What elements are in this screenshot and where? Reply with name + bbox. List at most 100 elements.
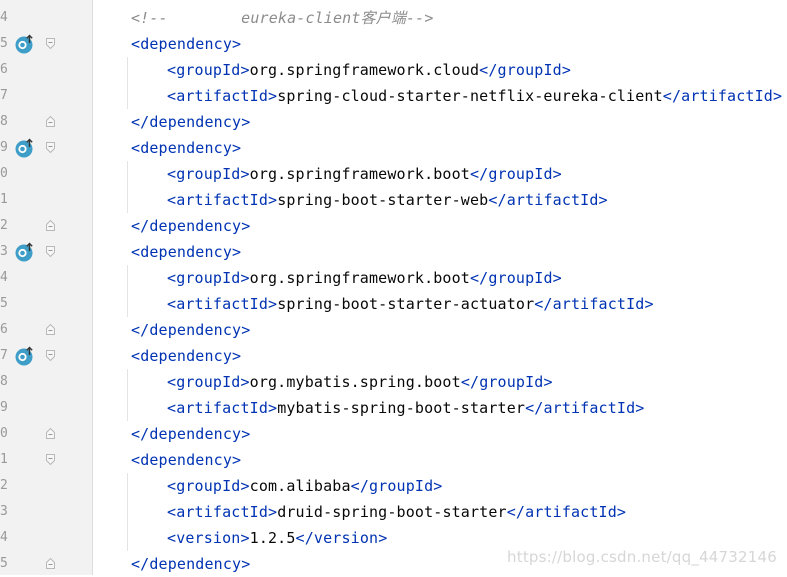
override-method-icon[interactable]	[14, 138, 36, 158]
code-line[interactable]: 4<!-- eureka-client客户端-->	[0, 5, 787, 31]
indent-guide	[127, 369, 128, 421]
indent-guide	[127, 265, 128, 317]
code-line[interactable]: 2</dependency>	[0, 213, 787, 239]
fold-open-icon[interactable]	[46, 350, 55, 361]
code-line[interactable]: 7<artifactId>spring-cloud-starter-netfli…	[0, 83, 787, 109]
code-line[interactable]: 9<artifactId>mybatis-spring-boot-starter…	[0, 395, 787, 421]
tag-name: groupId	[176, 373, 241, 391]
tag-bracket: >	[240, 61, 250, 79]
code-line[interactable]: 1<artifactId>spring-boot-starter-web</ar…	[0, 187, 787, 213]
tag-name: dependency	[140, 139, 232, 157]
tag-name: groupId	[176, 165, 241, 183]
line-number: 5	[0, 556, 8, 571]
xml-element-tag: <groupId>org.springframework.boot</group…	[167, 164, 562, 184]
code-line[interactable]: 9<dependency>	[0, 135, 787, 161]
code-area[interactable]	[93, 0, 787, 575]
tag-bracket: >	[552, 165, 562, 183]
code-line[interactable]: 6<groupId>org.springframework.cloud</gro…	[0, 57, 787, 83]
tag-name: artifactId	[506, 191, 599, 209]
tag-name: groupId	[176, 61, 241, 79]
line-number: 2	[0, 478, 8, 493]
code-line[interactable]: 5</dependency>	[0, 551, 787, 577]
line-number: 0	[0, 426, 8, 441]
line-number: 8	[0, 114, 8, 129]
tag-bracket: <	[167, 373, 177, 391]
line-number: 1	[0, 452, 8, 467]
code-line[interactable]: 6</dependency>	[0, 317, 787, 343]
line-number: 0	[0, 166, 8, 181]
tag-name: dependency	[149, 425, 242, 443]
tag-bracket: >	[241, 217, 251, 235]
code-line[interactable]: 0</dependency>	[0, 421, 787, 447]
tag-bracket: <	[167, 399, 177, 417]
tag-bracket: <	[131, 35, 141, 53]
tag-name: dependency	[140, 35, 232, 53]
fold-close-icon[interactable]	[46, 220, 55, 231]
tag-bracket: <	[167, 165, 177, 183]
tag-name: dependency	[149, 217, 242, 235]
code-line[interactable]: 0 <groupId>org.springframework.boot</grou…	[0, 161, 787, 187]
tag-bracket: >	[616, 503, 627, 521]
tag-value: 1.2.5	[249, 529, 296, 547]
xml-element-tag: <artifactId>druid-spring-boot-starter</a…	[167, 502, 626, 522]
fold-close-icon[interactable]	[46, 558, 55, 569]
tag-bracket: </	[488, 191, 507, 209]
tag-bracket: </	[131, 217, 150, 235]
xml-open-tag: <dependency>	[131, 450, 241, 470]
code-line[interactable]: 5<artifactId>spring-boot-starter-actuato…	[0, 291, 787, 317]
override-method-icon[interactable]	[14, 242, 36, 262]
code-line[interactable]: 3<dependency>	[0, 239, 787, 265]
xml-open-tag: <dependency>	[131, 346, 241, 366]
tag-name: groupId	[176, 477, 241, 495]
xml-close-tag: </dependency>	[131, 216, 250, 236]
tag-bracket: >	[241, 113, 251, 131]
code-line[interactable]: 2<groupId>com.alibaba</groupId>	[0, 473, 787, 499]
code-line[interactable]: 8<groupId>org.mybatis.spring.boot</group…	[0, 369, 787, 395]
override-method-icon[interactable]	[14, 346, 36, 366]
fold-close-icon[interactable]	[46, 324, 55, 335]
tag-name: artifactId	[176, 295, 268, 313]
xml-open-tag: <dependency>	[131, 242, 241, 262]
tag-bracket: </	[350, 477, 370, 495]
tag-name: groupId	[176, 269, 241, 287]
code-line[interactable]: 8</dependency>	[0, 109, 787, 135]
code-line[interactable]: 4<groupId>org.springframework.boot</grou…	[0, 265, 787, 291]
tag-bracket: >	[240, 529, 250, 547]
tag-name: groupId	[488, 165, 553, 183]
tag-bracket: <	[167, 87, 177, 105]
tag-name: artifactId	[681, 87, 773, 105]
line-number: 3	[0, 504, 8, 519]
fold-open-icon[interactable]	[46, 246, 55, 257]
fold-close-icon[interactable]	[46, 428, 55, 439]
code-line[interactable]: 5<dependency>	[0, 31, 787, 57]
comment-text: eureka-client客户端	[167, 9, 406, 27]
fold-open-icon[interactable]	[46, 142, 55, 153]
tag-bracket: >	[268, 191, 278, 209]
override-method-icon[interactable]	[14, 34, 36, 54]
indent-guide	[127, 161, 128, 213]
tag-name: version	[176, 529, 241, 547]
tag-bracket: </	[131, 321, 150, 339]
comment-open: <!--	[131, 9, 168, 27]
code-line[interactable]: 3 <artifactId>druid-spring-boot-starter</…	[0, 499, 787, 525]
tag-value: org.springframework.boot	[249, 269, 470, 287]
tag-bracket: <	[131, 347, 141, 365]
tag-bracket: >	[772, 87, 783, 105]
indent-guide	[127, 57, 128, 109]
xml-open-tag: <dependency>	[131, 34, 241, 54]
code-line[interactable]: 1 <dependency>	[0, 447, 787, 473]
tag-bracket: </	[525, 399, 544, 417]
line-number: 4	[0, 530, 8, 545]
fold-open-icon[interactable]	[46, 38, 55, 49]
tag-bracket: >	[240, 269, 250, 287]
tag-bracket: </	[131, 555, 150, 573]
line-number: 7	[0, 348, 8, 363]
code-line[interactable]: 4<version>1.2.5</version>	[0, 525, 787, 551]
tag-bracket: >	[561, 61, 571, 79]
code-line[interactable]: 7 <dependency>	[0, 343, 787, 369]
xml-comment: <!-- eureka-client客户端-->	[131, 8, 434, 28]
fold-close-icon[interactable]	[46, 116, 55, 127]
fold-open-icon[interactable]	[46, 454, 55, 465]
tag-value: spring-boot-starter-web	[277, 191, 489, 209]
tag-value: org.springframework.cloud	[249, 61, 480, 79]
